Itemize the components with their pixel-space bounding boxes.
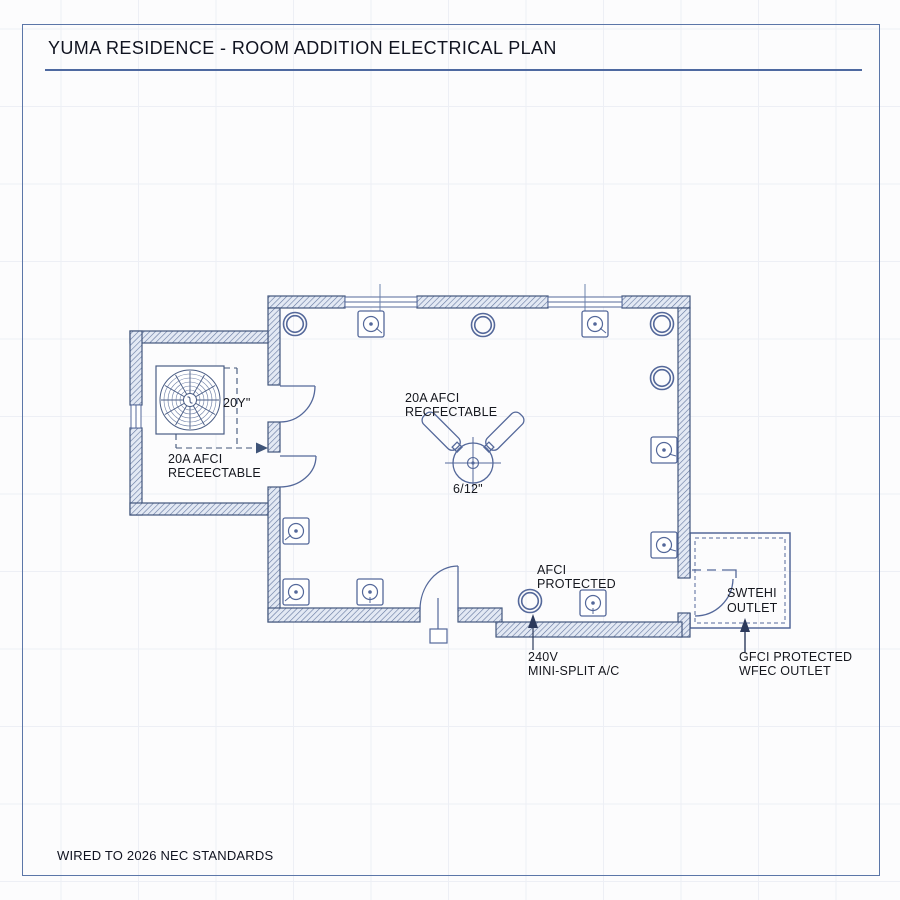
fan-clearance-label: 20Y": [223, 396, 251, 410]
title-rule: [45, 69, 862, 71]
receptacle-outlet-symbol: [649, 365, 675, 391]
ceiling-fan-symbol: [421, 411, 525, 491]
fan-mount-height-label: 6/12": [453, 482, 483, 496]
wall-segment: [129, 330, 269, 344]
wall-segments: [129, 295, 691, 638]
gfci-leader: [740, 618, 750, 652]
receptacle-outlet-symbol: [282, 311, 308, 337]
junction-box-outlet-symbol: [579, 589, 607, 617]
wall-segment: [457, 607, 503, 623]
wall-segment: [495, 621, 683, 638]
receptacle-outlet-symbol: [649, 311, 675, 337]
nec-standards-note: WIRED TO 2026 NEC STANDARDS: [57, 848, 274, 863]
gfci-outlet-label: GFCI PROTECTED WFEC OUTLET: [739, 650, 853, 678]
junction-box-outlet-symbol: [650, 436, 678, 464]
wall-segment: [267, 486, 281, 623]
fan-coil-unit-symbol: [155, 365, 225, 435]
wall-segment: [267, 607, 421, 623]
afci-protected-label: AFCI PROTECTED: [537, 563, 616, 591]
ceiling-receptacle-label: 20A AFCI RECFECTABLE: [405, 391, 498, 419]
wall-segment: [267, 295, 346, 309]
door-switch-symbol: [429, 598, 448, 644]
receptacle-outlet-symbol: [470, 312, 496, 338]
door-swing-symbol: [279, 385, 737, 617]
wall-segment: [129, 502, 269, 516]
mini-split-leader: [528, 614, 538, 650]
wall-segment: [621, 295, 691, 309]
page-title: YUMA RESIDENCE - ROOM ADDITION ELECTRICA…: [48, 38, 557, 58]
receptacle-outlet-symbols: [282, 311, 675, 614]
junction-box-outlet-symbol: [282, 517, 310, 545]
clearance-arrowhead: [256, 442, 268, 454]
wall-segment: [677, 307, 691, 579]
junction-box-outlet-symbols: [282, 310, 678, 617]
junction-box-outlet-symbol: [581, 310, 609, 338]
wall-segment: [129, 427, 143, 516]
receptacle-outlet-symbol: [517, 588, 543, 614]
junction-box-outlet-symbol: [356, 578, 384, 606]
junction-box-outlet-symbol: [650, 531, 678, 559]
wall-segment: [416, 295, 549, 309]
junction-box-outlet-symbol: [357, 310, 385, 338]
junction-box-outlet-symbol: [282, 578, 310, 606]
switch-outlet-label: SWTEHI OUTLET: [727, 586, 778, 615]
wall-segment: [129, 330, 143, 406]
clearance-guide-lines: [175, 367, 257, 449]
wall-segment: [267, 421, 281, 453]
wall-segment: [267, 307, 281, 386]
mini-split-label: 240V MINI-SPLIT A/C: [528, 650, 620, 678]
left-room-receptacle-label: 20A AFCI RECEECTABLE: [168, 452, 261, 480]
